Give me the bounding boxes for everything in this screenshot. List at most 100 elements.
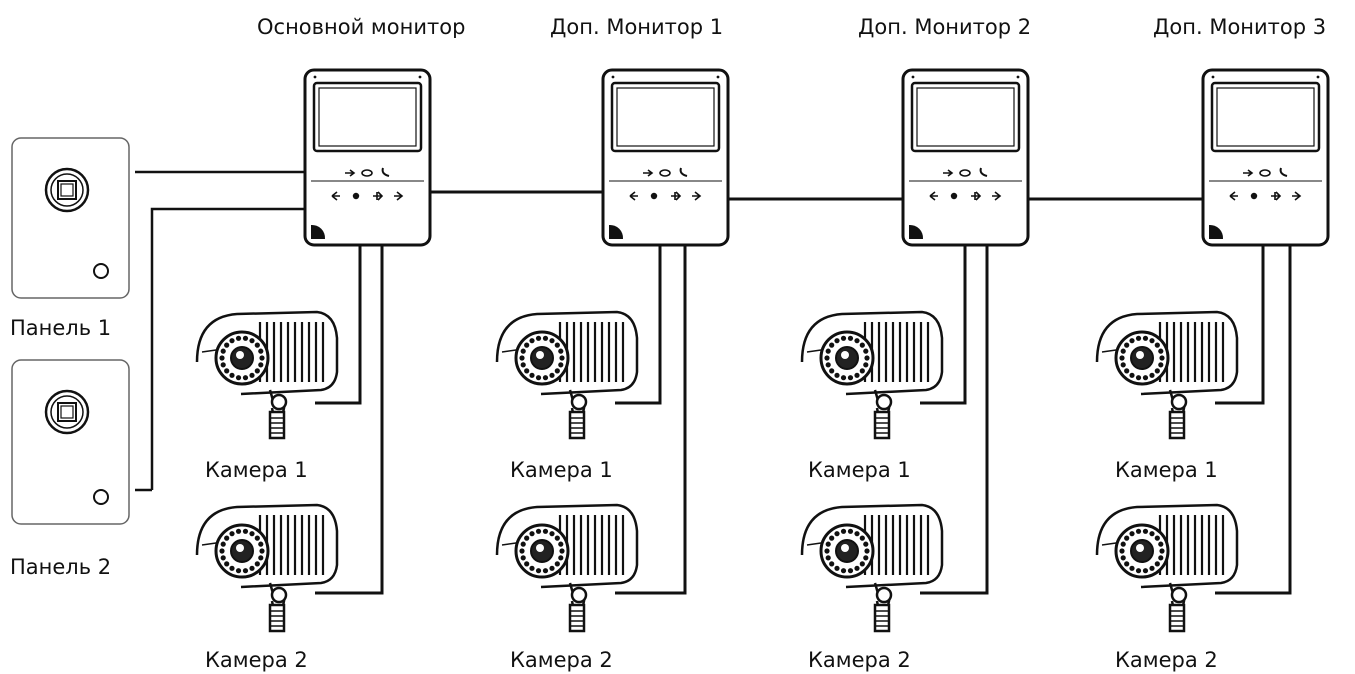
camera-2-group-2-cctv-camera-icon — [495, 503, 639, 633]
camera-lens-glint — [236, 544, 244, 552]
ir-led — [242, 528, 249, 534]
ir-led — [229, 372, 235, 378]
ir-led — [559, 355, 565, 361]
unlock-icon — [345, 169, 356, 177]
call-button-icon — [93, 263, 109, 279]
ir-led — [863, 555, 869, 561]
ir-led — [1154, 342, 1160, 348]
ir-led — [1120, 555, 1126, 561]
ir-led — [549, 565, 555, 571]
handset-icon — [381, 167, 390, 177]
call-button-icon — [93, 489, 109, 505]
panel-label-1: Панель 1 — [10, 316, 112, 340]
ir-led — [235, 568, 242, 574]
ir-led — [554, 535, 560, 541]
panel-body — [11, 359, 130, 525]
ir-led — [1135, 568, 1142, 574]
unlock-icon — [643, 169, 654, 177]
ir-led — [834, 372, 840, 378]
monitor-led — [418, 75, 422, 79]
ir-led — [249, 531, 255, 537]
ir-led — [1120, 348, 1126, 354]
camera-mount — [268, 410, 286, 440]
ir-led — [258, 348, 264, 354]
ir-led — [558, 541, 564, 547]
panel-label-2: Панель 2 — [10, 555, 112, 579]
monitor-screen-inner — [916, 87, 1015, 147]
ir-led — [519, 355, 525, 361]
panel-lens — [60, 405, 74, 419]
ir-led — [1149, 565, 1155, 571]
wire-camera-2-group-1 — [315, 246, 384, 595]
monitor-3-video-monitor-icon — [901, 68, 1030, 247]
ir-led — [1142, 335, 1149, 341]
panel-1-door-call-panel-icon — [11, 137, 130, 299]
ir-led — [542, 375, 549, 381]
arrow-right-icon — [394, 191, 404, 201]
ir-led — [1135, 335, 1142, 341]
ir-led — [1124, 561, 1130, 567]
ir-led — [258, 541, 264, 547]
ir-led — [524, 368, 530, 374]
ir-led — [840, 528, 847, 534]
camera-joint — [570, 393, 588, 411]
camera-joint — [1170, 393, 1188, 411]
ir-led — [825, 348, 831, 354]
ir-led — [559, 548, 565, 554]
ir-led — [1142, 568, 1149, 574]
panel-camera-ring — [50, 395, 84, 429]
ir-led — [1124, 342, 1130, 348]
camera-1-label-group-1: Камера 1 — [205, 458, 308, 482]
ir-led — [542, 335, 549, 341]
ir-led — [535, 528, 542, 534]
plus-arrow-icon — [971, 191, 982, 201]
camera-lens-glint — [1136, 544, 1144, 552]
unlock-icon — [1243, 169, 1254, 177]
wire-camera-1-group-2 — [615, 246, 662, 405]
ir-led — [554, 561, 560, 567]
wire-camera-2-group-4 — [1215, 246, 1292, 595]
ir-led — [1149, 372, 1155, 378]
camera-joint — [875, 586, 893, 604]
ir-led — [259, 355, 265, 361]
arrow-left-icon — [1229, 191, 1238, 201]
ir-led — [1154, 561, 1160, 567]
ir-led — [1120, 541, 1126, 547]
ir-led — [220, 555, 226, 561]
ir-led — [520, 348, 526, 354]
monitor-label-main: Основной монитор — [257, 17, 466, 38]
ir-led — [854, 531, 860, 537]
ir-led — [1159, 548, 1165, 554]
ir-led — [1129, 338, 1135, 344]
wire-camera-1-group-3 — [920, 246, 967, 405]
ir-led — [829, 368, 835, 374]
camera-1-label-group-4: Камера 1 — [1115, 458, 1218, 482]
ir-led — [834, 565, 840, 571]
ir-led — [224, 561, 230, 567]
menu-button-icon — [1250, 192, 1258, 200]
ir-led — [220, 362, 226, 368]
arrow-left-icon — [331, 191, 340, 201]
ir-led — [847, 335, 854, 341]
ir-led — [824, 548, 830, 554]
monitor-led — [611, 75, 615, 79]
panel-lens — [57, 402, 77, 422]
ir-led — [859, 368, 865, 374]
monitor-led — [313, 75, 317, 79]
ir-led — [554, 342, 560, 348]
arrow-right-icon — [992, 191, 1002, 201]
ir-led — [1142, 528, 1149, 534]
ir-led — [1135, 528, 1142, 534]
ir-led — [829, 535, 835, 541]
camera-mount — [268, 603, 286, 633]
camera-2-label-group-1: Камера 2 — [205, 648, 308, 672]
ir-led — [1158, 541, 1164, 547]
monitor-label-extra-1: Доп. Монитор 1 — [550, 15, 724, 39]
camera-mount — [873, 603, 891, 633]
ir-led — [535, 568, 542, 574]
ir-led — [258, 555, 264, 561]
ir-led — [254, 368, 260, 374]
camera-1-label-group-2: Камера 1 — [510, 458, 613, 482]
